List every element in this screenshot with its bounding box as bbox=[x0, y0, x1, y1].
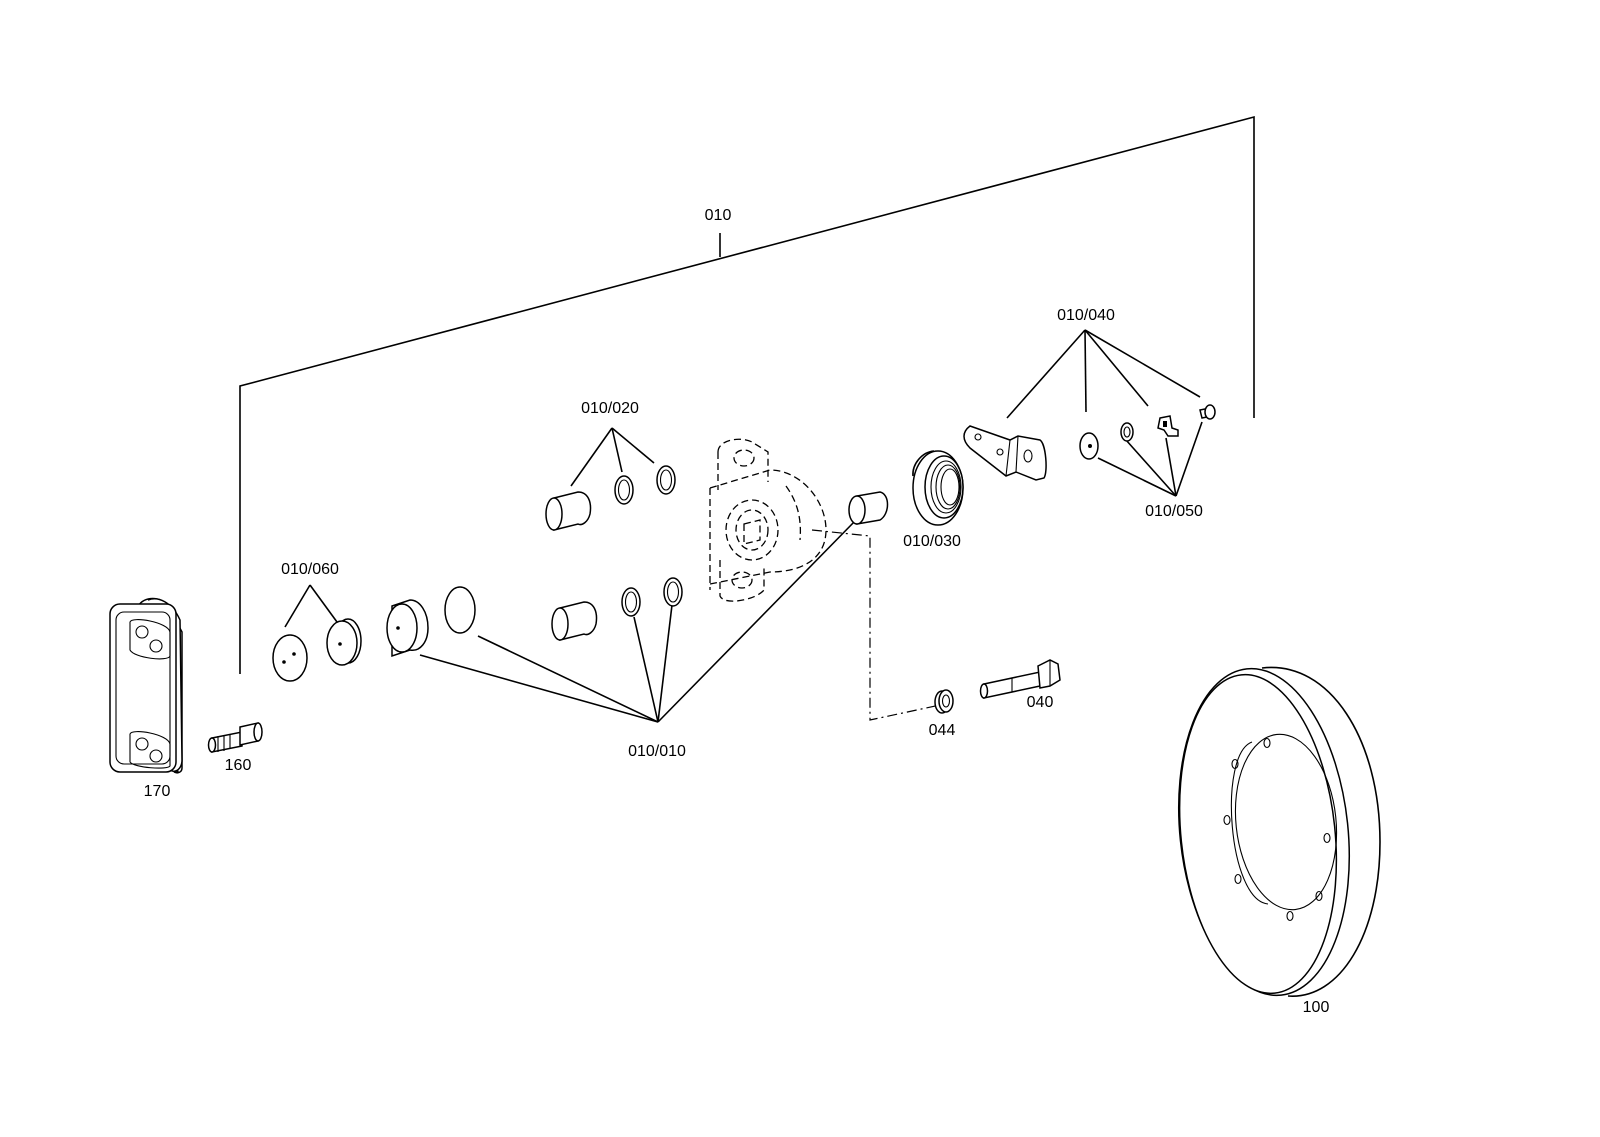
part-040-hex-bolt bbox=[979, 659, 1061, 699]
label-010: 010 bbox=[705, 207, 732, 224]
part-100-disc bbox=[1177, 666, 1381, 997]
label-170: 170 bbox=[144, 783, 171, 800]
label-100: 100 bbox=[1303, 999, 1330, 1016]
part-010-060-discs bbox=[272, 618, 362, 682]
label-010-050: 010/050 bbox=[1145, 503, 1203, 520]
label-010-010: 010/010 bbox=[628, 743, 686, 760]
part-010-020-components bbox=[545, 465, 676, 531]
part-labels: 010 010/020 010/040 010/030 010/050 010/… bbox=[144, 207, 1330, 1016]
part-010-040-bracket-plate bbox=[963, 425, 1047, 481]
label-160: 160 bbox=[225, 757, 252, 774]
label-044: 044 bbox=[929, 722, 956, 739]
part-044-washer bbox=[934, 689, 954, 714]
assembly-bracket-010 bbox=[239, 115, 1255, 674]
label-040: 040 bbox=[1027, 694, 1054, 711]
part-160-cap-screw bbox=[207, 722, 263, 753]
label-010-040: 010/040 bbox=[1057, 307, 1115, 324]
part-170-cover-plate bbox=[109, 597, 183, 774]
label-010-060: 010/060 bbox=[281, 561, 339, 578]
label-010-030: 010/030 bbox=[903, 533, 961, 550]
leader-lines bbox=[284, 329, 1203, 723]
part-010-030-shaft-seal bbox=[912, 450, 964, 526]
label-010-020: 010/020 bbox=[581, 400, 639, 417]
housing-outline bbox=[709, 438, 827, 602]
part-010-050-small-parts bbox=[1079, 404, 1216, 460]
part-010-010-components bbox=[386, 491, 889, 658]
